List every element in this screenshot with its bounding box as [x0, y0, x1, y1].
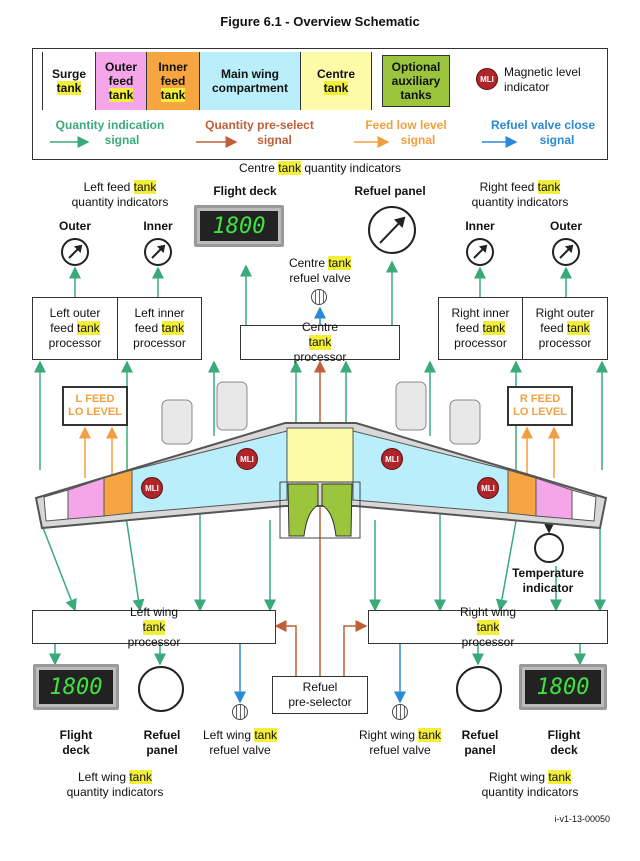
wing-mli-left-inboard: MLI — [236, 448, 258, 470]
left-outer-label: Outer — [58, 219, 91, 233]
right-inner-label: Inner — [465, 219, 495, 233]
legend-quantity-signal: Quantity indication signal — [55, 118, 165, 147]
right-outer-label: Outer — [549, 219, 582, 233]
flight-deck-display: 1800 — [194, 205, 284, 247]
figure-reference: i-v1-13-00050 — [554, 814, 610, 824]
legend-feed-low-signal: Feed low level signal — [365, 118, 447, 147]
right-inner-gauge-icon — [466, 238, 494, 266]
wing-mli-left-outboard: MLI — [141, 477, 163, 499]
figure-title: Figure 6.1 - Overview Schematic — [220, 14, 420, 29]
legend-refuel-close-signal: Refuel valve close signal — [490, 118, 596, 147]
left-inner-feed-processor: Left inner feed tank processor — [117, 297, 202, 360]
right-outer-feed-processor: Right outer feed tank processor — [522, 297, 608, 360]
legend-preselect-signal: Quantity pre-select signal — [205, 118, 314, 147]
right-wing-tank-processor: Right wing tank processor — [368, 605, 608, 649]
left-inner-label: Inner — [143, 219, 173, 233]
left-outer-feed-processor: Left outer feed tank processor — [32, 297, 118, 360]
right-wing-refuel-valve-icon — [392, 704, 408, 720]
legend — [32, 48, 608, 160]
legend-mli-badge: MLI — [476, 68, 498, 90]
left-flight-deck-display: 1800 — [33, 664, 119, 710]
left-wing-tank-processor: Left wing tank processor — [32, 605, 276, 649]
wing-mli-right-outboard: MLI — [477, 477, 499, 499]
left-outer-gauge-icon — [61, 238, 89, 266]
flight-deck-label: Flight deck — [213, 184, 277, 198]
left-wing-refuel-valve-icon — [232, 704, 248, 720]
right-flight-deck-display: 1800 — [519, 664, 607, 710]
refuel-panel-label: Refuel panel — [354, 184, 426, 198]
centre-refuel-valve-icon — [311, 289, 327, 305]
wing-mli-right-inboard: MLI — [381, 448, 403, 470]
temperature-gauge-icon — [534, 533, 564, 563]
right-refuel-panel-gauge-icon — [456, 666, 502, 712]
centre-tank-qty-label: Centre tank quantity indicators — [238, 161, 402, 175]
left-refuel-panel-gauge-icon — [138, 666, 184, 712]
